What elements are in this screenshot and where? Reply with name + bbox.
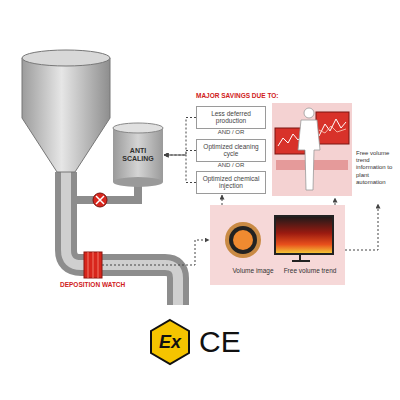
process-box: Optimized chemical injection xyxy=(196,171,266,194)
dashed-connector xyxy=(164,118,196,156)
pipe-section xyxy=(225,222,261,258)
vessel xyxy=(22,58,110,172)
control-room-panel xyxy=(272,103,352,196)
panel-node: Volume imageFree volume trend xyxy=(210,205,345,285)
node-text: Less deferred production xyxy=(200,110,262,125)
ce-mark: CE xyxy=(199,324,241,360)
dashed-connector xyxy=(164,155,196,183)
connector-label: AND / OR xyxy=(196,129,266,135)
tank-bottom xyxy=(113,177,163,187)
operator-figure xyxy=(298,108,320,190)
tank-node: ANTI SCALING xyxy=(113,128,163,182)
pipe-section-wall xyxy=(229,226,257,254)
node-text: Volume image xyxy=(218,267,288,274)
node-text: ANTI SCALING xyxy=(115,147,161,162)
dashed-connector xyxy=(222,195,223,205)
free-volume xyxy=(233,230,253,250)
sensor-band xyxy=(84,252,102,278)
node-text: Optimized cleaning cycle xyxy=(200,143,262,158)
monitor-stand xyxy=(292,254,310,261)
monitor xyxy=(316,112,349,144)
trend-monitor xyxy=(275,216,333,254)
heading-label: MAJOR SAVINGS DUE TO: xyxy=(196,92,278,99)
anti-scaling-tank xyxy=(113,128,163,182)
atex-mark: Ex xyxy=(150,331,190,353)
dashed-connector xyxy=(102,240,209,265)
atex-hexagon xyxy=(151,320,189,364)
trend-line xyxy=(319,126,346,133)
node-text: Optimized chemical injection xyxy=(200,175,262,190)
trend-line xyxy=(319,119,346,136)
sensor-node: DEPOSITION WATCH xyxy=(84,252,102,278)
info-flow-line xyxy=(335,198,336,205)
node-text: Free volume trend xyxy=(272,267,348,274)
note-label: Free volume trend information to plant a… xyxy=(356,150,398,186)
tank-top xyxy=(113,123,163,133)
band-ribs xyxy=(88,252,98,278)
node-text: DEPOSITION WATCH xyxy=(60,281,125,288)
valve-mark xyxy=(96,196,104,204)
info-flow-line xyxy=(345,204,378,250)
dashed-connector xyxy=(164,151,196,156)
process-box: Optimized cleaning cycle xyxy=(196,139,266,162)
vessel-top xyxy=(22,50,110,66)
valve xyxy=(93,193,107,207)
connector-label: AND / OR xyxy=(196,162,266,168)
process-box: Less deferred production xyxy=(196,106,266,129)
